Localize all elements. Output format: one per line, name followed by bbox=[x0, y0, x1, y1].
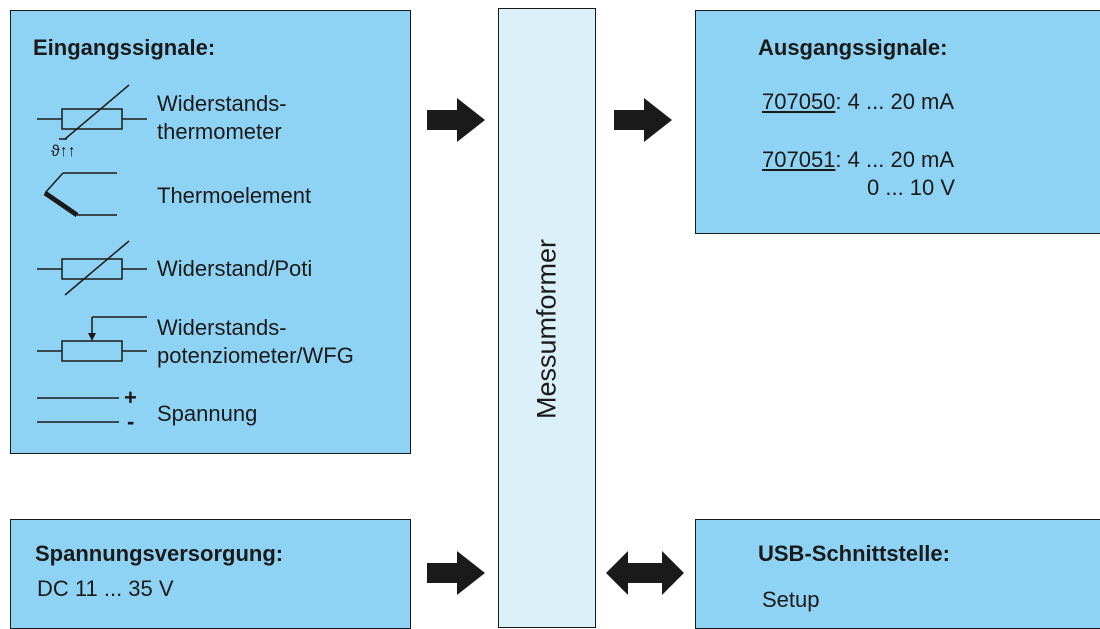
rtd-label-line2: thermometer bbox=[157, 119, 282, 144]
usb-interface-title: USB-Schnittstelle: bbox=[758, 541, 950, 566]
output-707051-code: 707051 bbox=[762, 147, 836, 172]
voltage-symbol bbox=[37, 397, 119, 423]
thermocouple-label: Thermoelement bbox=[157, 183, 312, 208]
usb-interface-box: USB-Schnittstelle: Setup bbox=[695, 519, 1100, 629]
output-707051: 707051: 4 ... 20 mA bbox=[762, 147, 954, 173]
rtd-symbol bbox=[37, 84, 147, 140]
output-707050: 707050: 4 ... 20 mA bbox=[762, 89, 954, 115]
input-signals-title: Eingangssignale: bbox=[33, 35, 216, 60]
resistor-label: Widerstand/Poti bbox=[157, 256, 313, 281]
voltage-minus: - bbox=[127, 409, 135, 434]
input-signals-box: Eingangssignale: ϑ↑↑ Widerstands- thermo… bbox=[10, 10, 411, 454]
rtd-label-line1: Widerstands- bbox=[157, 91, 287, 116]
output-707050-code: 707050 bbox=[762, 89, 836, 114]
thermocouple-symbol bbox=[43, 172, 117, 218]
output-707050-value: 4 ... 20 mA bbox=[841, 89, 955, 114]
voltage-label: Spannung bbox=[157, 401, 258, 426]
double-arrow-usb bbox=[606, 551, 684, 595]
output-707051-sep: : bbox=[835, 147, 842, 172]
voltage-plus: + bbox=[124, 385, 137, 410]
output-signals-box: Ausgangssignale: 707050: 4 ... 20 mA 707… bbox=[695, 10, 1100, 234]
arrow-power-to-transmitter bbox=[427, 551, 485, 595]
usb-interface-value: Setup bbox=[762, 587, 820, 612]
output-707051-value: 4 ... 20 mA bbox=[841, 147, 955, 172]
output-707051-value2: 0 ... 10 V bbox=[867, 175, 956, 200]
potentiometer-symbol bbox=[37, 316, 147, 362]
resistor-symbol bbox=[37, 240, 147, 296]
arrow-transmitter-to-output bbox=[614, 98, 672, 142]
output-707050-sep: : bbox=[835, 89, 842, 114]
power-supply-box: Spannungsversorgung: DC 11 ... 35 V bbox=[10, 519, 411, 629]
output-signals-title: Ausgangssignale: bbox=[758, 35, 948, 60]
transmitter-block: Messumformer bbox=[498, 8, 596, 628]
power-supply-value: DC 11 ... 35 V bbox=[37, 576, 174, 601]
potentiometer-label-line1: Widerstands- bbox=[157, 315, 287, 340]
arrow-input-to-transmitter bbox=[427, 98, 485, 142]
potentiometer-label-line2: potenziometer/WFG bbox=[157, 343, 354, 368]
rtd-symbol-text: ϑ↑↑ bbox=[51, 143, 76, 160]
power-supply-title: Spannungsversorgung: bbox=[35, 541, 284, 566]
transmitter-label: Messumformer bbox=[531, 238, 562, 420]
